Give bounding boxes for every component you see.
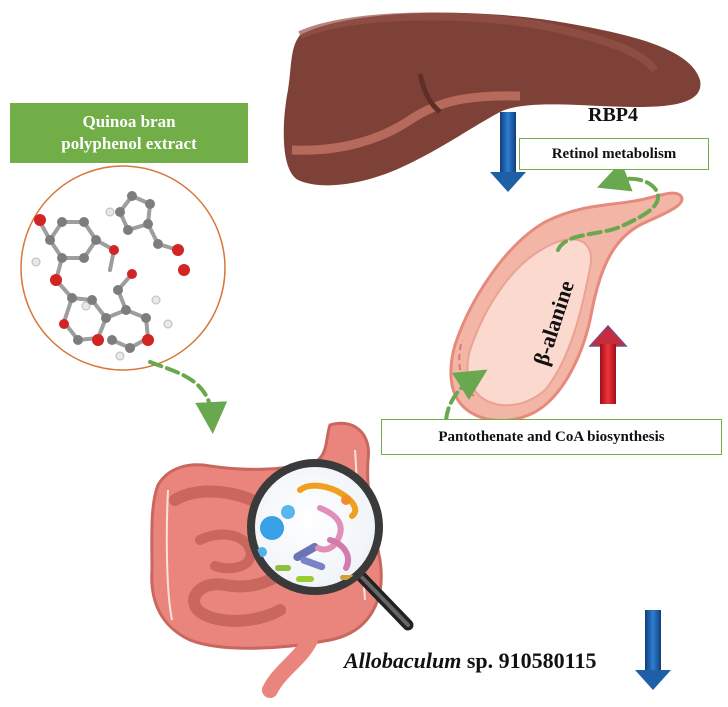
pantothenate-coa-label: Pantothenate and CoA biosynthesis [438, 428, 665, 445]
pantothenate-coa-box: Pantothenate and CoA biosynthesis [381, 419, 722, 455]
rbp4-label: RBP4 [588, 104, 638, 126]
retinol-metabolism-box: Retinol metabolism [519, 138, 709, 170]
down-arrow-rbp4 [490, 112, 526, 192]
allobaculum-strain: sp. 910580115 [461, 648, 597, 673]
down-arrow-allobaculum [635, 610, 671, 690]
flow-arrows [148, 161, 660, 434]
quinoa-extract-label: Quinoa bran polyphenol extract [10, 103, 248, 163]
magnifier-icon [247, 459, 414, 631]
arrow-extract-to-gut [148, 360, 228, 434]
up-arrow-beta-alanine [588, 324, 628, 404]
arrow-pathway-to-vessel [444, 369, 488, 422]
allobaculum-label: Allobaculum sp. 910580115 [344, 648, 596, 674]
liver-illustration [283, 12, 701, 186]
retinol-metabolism-label: Retinol metabolism [551, 145, 677, 162]
arrow-vessel-to-retinol [556, 161, 660, 252]
polyphenol-molecule-illustration [20, 165, 226, 371]
allobaculum-genus: Allobaculum [344, 648, 462, 673]
quinoa-label-line1: Quinoa bran [82, 112, 176, 131]
quinoa-label-line2: polyphenol extract [61, 134, 197, 153]
